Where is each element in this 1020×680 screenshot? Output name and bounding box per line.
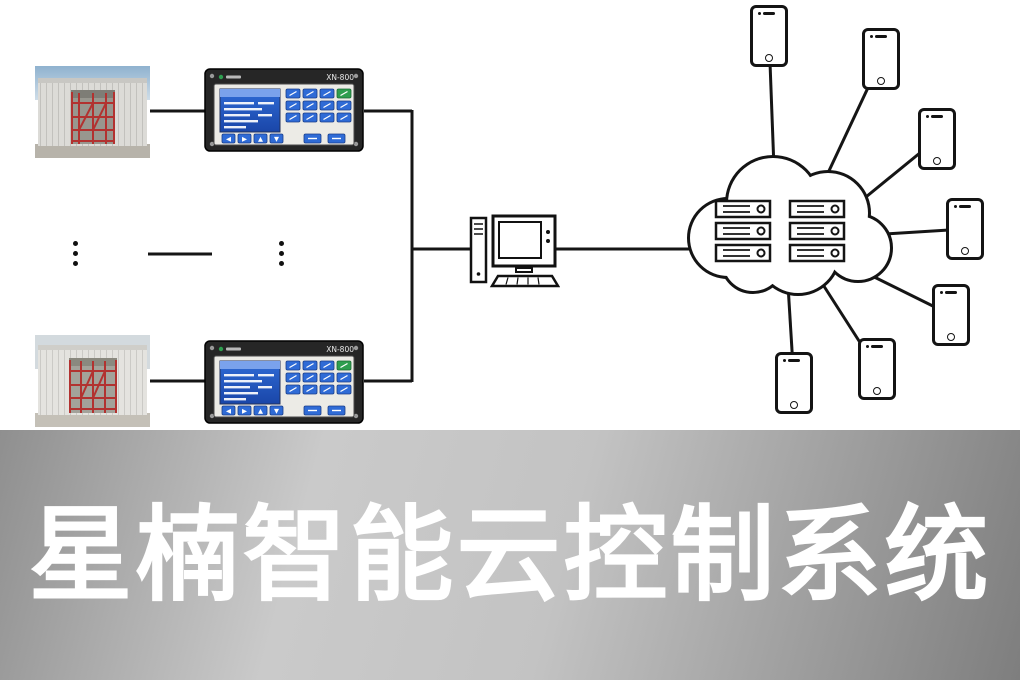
camera-dot [954, 205, 957, 208]
nav-key-up: ▲ [258, 135, 263, 143]
xn800-controller-bottom: XN-800 [204, 340, 364, 424]
page-title: 星楠智能云控制系统 [28, 494, 992, 616]
smartphone-icon [750, 5, 788, 67]
home-button [933, 157, 941, 165]
nav-key-left: ◀ [226, 407, 231, 415]
computer-keyboard [489, 274, 561, 288]
nav-key-right: ▶ [242, 135, 247, 143]
greenhouse-photo-bottom [35, 335, 150, 427]
controller-keypad [285, 360, 352, 395]
vertical-ellipsis-icon [70, 241, 80, 266]
smartphone-icon [858, 338, 896, 400]
nav-key-right: ▶ [242, 407, 247, 415]
controller-model-label: XN-800 [326, 345, 354, 354]
greenhouse-photo-top [35, 66, 150, 158]
xn800-controller-top: XN-800 [204, 68, 364, 152]
smartphone-icon [918, 108, 956, 170]
home-button [947, 333, 955, 341]
server-rack-icon [714, 199, 846, 263]
home-button [877, 77, 885, 85]
controller-lcd-screen [219, 88, 281, 133]
computer-monitor [491, 214, 557, 273]
speaker-slot [959, 205, 971, 208]
controller-nav-keys: ◀ ▶ ▲ ▼ [221, 405, 346, 416]
computer-tower [469, 216, 488, 284]
speaker-slot [871, 345, 883, 348]
camera-dot [926, 115, 929, 118]
controller-model-label: XN-800 [326, 73, 354, 82]
camera-dot [866, 345, 869, 348]
home-button [790, 401, 798, 409]
red-scaffolding [71, 92, 115, 144]
smartphone-icon [932, 284, 970, 346]
camera-dot [940, 291, 943, 294]
camera-dot [870, 35, 873, 38]
controller-keypad [285, 88, 352, 123]
controller-brand-mark [218, 74, 241, 80]
nav-key-left: ◀ [226, 135, 231, 143]
nav-key-up: ▲ [258, 407, 263, 415]
title-banner: 星楠智能云控制系统 [0, 430, 1020, 680]
smartphone-icon [946, 198, 984, 260]
vertical-ellipsis-icon [276, 241, 286, 266]
home-button [961, 247, 969, 255]
home-button [765, 54, 773, 62]
camera-dot [758, 12, 761, 15]
smartphone-icon [862, 28, 900, 90]
controller-brand-mark [218, 346, 241, 352]
controller-lcd-screen [219, 360, 281, 405]
red-scaffolding [69, 360, 117, 413]
cloud-icon [668, 143, 900, 305]
speaker-slot [763, 12, 775, 15]
speaker-slot [945, 291, 957, 294]
speaker-slot [788, 359, 800, 362]
camera-dot [783, 359, 786, 362]
speaker-slot [931, 115, 943, 118]
nav-key-down: ▼ [274, 135, 279, 143]
home-button [873, 387, 881, 395]
speaker-slot [875, 35, 887, 38]
nav-key-down: ▼ [274, 407, 279, 415]
desktop-computer-icon [468, 210, 561, 294]
smartphone-icon [775, 352, 813, 414]
controller-nav-keys: ◀ ▶ ▲ ▼ [221, 133, 346, 144]
